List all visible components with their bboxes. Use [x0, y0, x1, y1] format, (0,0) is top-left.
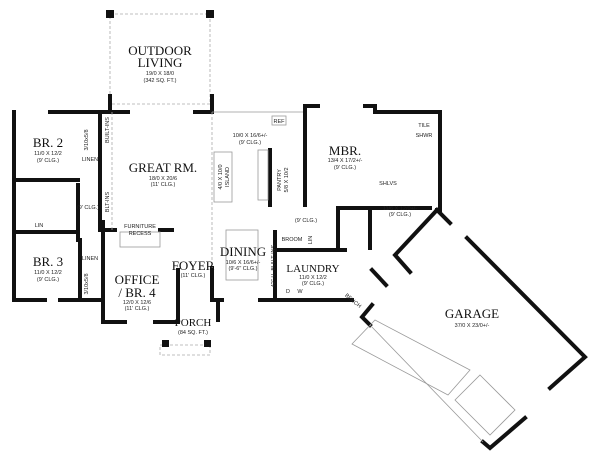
garage-outline	[351, 207, 588, 451]
garage-dims: 37/0 X 23/0+/-	[455, 323, 490, 329]
shelves-label: SHLVS	[379, 181, 397, 187]
outdoor-living-area-text: (342 SQ. FT.)	[143, 78, 176, 84]
shower-label-1: TILE	[418, 123, 430, 129]
broom-label: BROOM	[282, 237, 303, 243]
br2-ceiling: (9' CLG.)	[37, 158, 59, 164]
builtins-mid-label: BLT-INS	[105, 191, 111, 212]
hall-ceiling: (9' CLG.)	[295, 218, 317, 224]
laundry-label: LAUNDRY	[286, 263, 339, 275]
mbr-dims: 13/4 X 17/2+/-	[328, 158, 363, 164]
lin-left-label: LIN	[35, 223, 44, 229]
dining-dims: 10/6 X 16/6+/-	[226, 260, 261, 266]
island-label: ISLAND	[225, 167, 231, 187]
foyer-ceiling: (11' CLG.)	[181, 273, 206, 279]
mbr-ceiling: (9' CLG.)	[334, 165, 356, 171]
office-dims: 12/0 X 12/6	[123, 300, 151, 306]
mbr-label: MBR.	[329, 143, 361, 158]
shower-label-2: SHWR	[416, 133, 433, 139]
walls	[12, 104, 442, 324]
outdoor-living-area	[106, 10, 214, 114]
fixtures	[111, 112, 287, 356]
bath-ceiling: (9' CLG.)	[77, 205, 99, 211]
builtins-42-label: 42" H. BUILT-INS	[271, 244, 277, 287]
porch-area: (84 SQ. FT.)	[178, 330, 208, 336]
laundry-ceiling: (9' CLG.)	[302, 281, 324, 287]
closet-dims: 11/6 X 12/0+/-	[383, 206, 417, 212]
dining-ceiling: (9'-6" CLG.)	[229, 266, 258, 272]
laundry-dims: 11/0 X 12/2	[299, 275, 327, 281]
pantry-label: PANTRY	[277, 169, 283, 191]
office-ceiling: (11' CLG.)	[125, 306, 150, 312]
door-bottom-label: 3/10x5/8	[84, 273, 90, 294]
garage-label: GARAGE	[445, 306, 499, 321]
br3-ceiling: (9' CLG.)	[37, 277, 59, 283]
outdoor-living-dims: 19/0 X 18/0	[146, 71, 174, 77]
builtins-top-label: BUILT-INS	[105, 117, 111, 143]
kitchen-ceiling: (9' CLG.)	[239, 140, 261, 146]
br2-label: BR. 2	[33, 135, 63, 150]
ref-label: REF	[274, 119, 286, 125]
porch-label: PORCH	[175, 317, 212, 329]
dining-label: DINING	[220, 244, 266, 259]
pantry-dims: 5/8 X 10/2	[284, 167, 290, 192]
linen-bottom-label: LINEN	[82, 256, 98, 262]
great-room-dims: 18/0 X 20/6	[149, 176, 177, 182]
br3-dims: 11/0 X 12/2	[34, 270, 62, 276]
dryer-label: D	[286, 289, 290, 295]
door-top-label: 3/10x5/8	[84, 129, 90, 150]
br3-label: BR. 3	[33, 254, 63, 269]
br2-dims: 11/0 X 12/2	[34, 151, 62, 157]
lin-right-label: LIN	[308, 236, 314, 245]
linen-top-label: LINEN	[82, 157, 98, 163]
furniture-recess-label-2: RECESS	[129, 231, 152, 237]
kitchen-dims: 10/0 X 16/6+/-	[233, 133, 268, 139]
closet-ceiling: (9' CLG.)	[389, 212, 411, 218]
foyer-label: FOYER	[172, 258, 215, 273]
office-label-2: / BR. 4	[118, 285, 156, 300]
great-room-label: GREAT RM.	[129, 160, 197, 175]
outdoor-living-label-1: OUTDOOR	[128, 43, 192, 58]
washer-label: W	[297, 289, 303, 295]
office-label-1: OFFICE	[115, 272, 160, 287]
great-room-ceiling: (11' CLG.)	[151, 182, 176, 188]
island-dims: 4/0 X 10/0	[218, 164, 224, 189]
outdoor-living-label-2: LIVING	[138, 55, 183, 70]
furniture-recess-label-1: FURNITURE	[124, 224, 156, 230]
